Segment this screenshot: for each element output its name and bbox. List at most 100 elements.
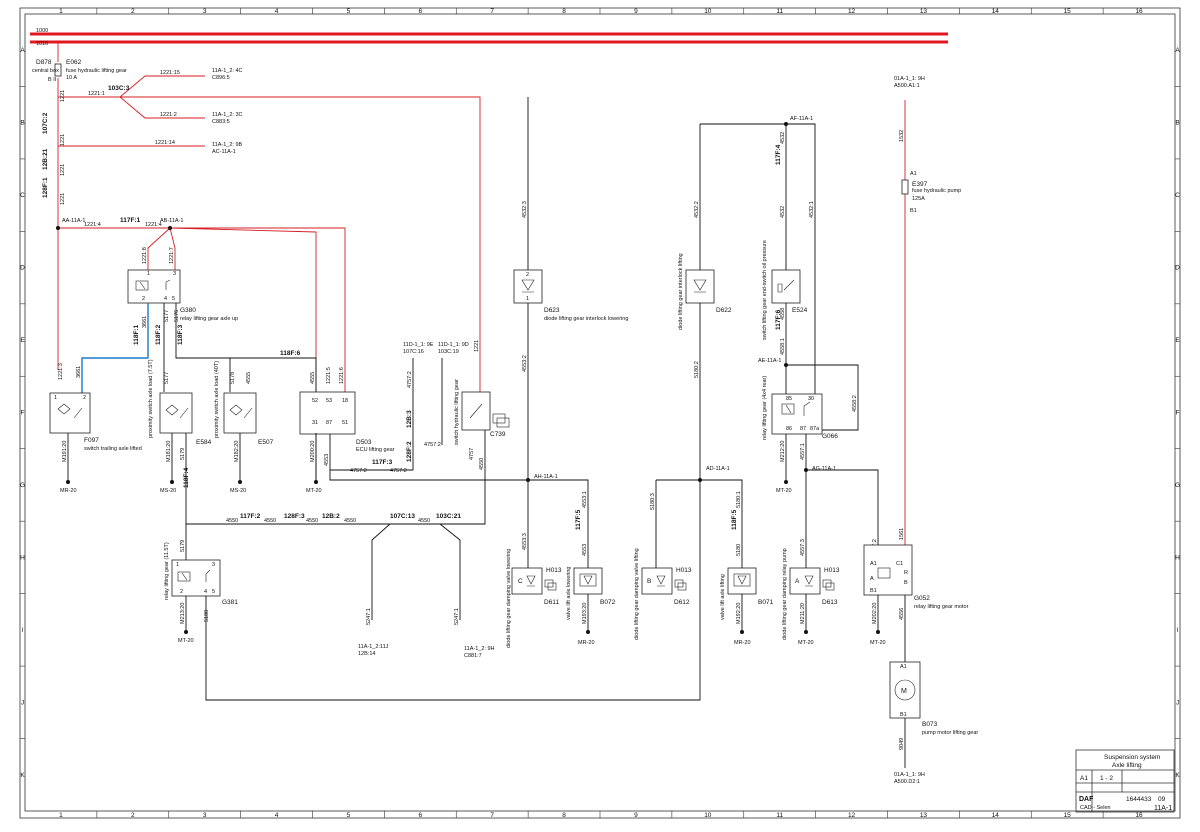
motor-b073: M A1 B1 B073 pump motor lifting gear <box>889 661 978 736</box>
wire-1221-vert3: 1221 <box>60 164 66 176</box>
valve-b071: B071 valve lift axle lifting <box>720 567 774 620</box>
conn-118f-4: 118F:4 <box>183 467 190 488</box>
g066-side: relay lifting gear (4x4 rear) <box>762 376 768 440</box>
ground-mt20-4: MT-20 <box>798 640 814 646</box>
grid-col-top-10: 10 <box>704 8 712 15</box>
grid-col-top-15: 15 <box>1064 8 1072 15</box>
svg-text:87a: 87a <box>810 426 820 432</box>
c739-side: switch hydraulic lifting gear <box>454 379 460 445</box>
d613-label: D613 <box>822 599 838 606</box>
wire-5180-2: 5180:2 <box>694 361 700 378</box>
svg-text:2: 2 <box>142 296 145 302</box>
title-sheet-id: 11A-1 <box>1154 805 1172 812</box>
gw-m191: M191:20 <box>62 441 68 462</box>
grid-col-top-13: 13 <box>920 8 928 15</box>
valve-b072: B072 valve lift axle lowering <box>566 567 616 621</box>
title-doc-no: 1644433 <box>1126 796 1152 803</box>
conn-103c-3: 103C:3 <box>108 85 130 92</box>
conn-118f-1: 118F:1 <box>133 324 140 345</box>
wire-1221-vert1: 1221 <box>60 90 66 102</box>
conn-117f-2: 117F:2 <box>240 513 261 520</box>
grid-col-top-14: 14 <box>992 8 1000 15</box>
relay-g380: 1 3 2 4 5 G380 relay lifting gear axle u… <box>127 269 238 322</box>
wire-4532-1: 4532:1 <box>809 201 815 218</box>
ref-3-line1: 11A-1_2: 9B <box>212 142 243 148</box>
wire-1221-6: 1221:6 <box>339 367 345 384</box>
conn-117f-4: 117F:4 <box>775 144 782 165</box>
relay-g052: A1 C1 B1 R A B G052 relay lifting gear m… <box>863 544 969 610</box>
grid-row-left-I: I <box>22 627 24 634</box>
svg-text:3: 3 <box>173 271 176 277</box>
grid-col-bottom-11: 11 <box>776 812 783 819</box>
wire-1221-vert4: 1221 <box>60 193 66 205</box>
svg-text:3: 3 <box>212 562 215 568</box>
wire-5180-1: 5180:1 <box>736 491 742 508</box>
ref-6-line2: 12B:14 <box>358 651 375 657</box>
wire-3661a: 3661 <box>142 316 148 328</box>
wire-5180: 5180 <box>204 610 210 622</box>
grid-col-top-7: 7 <box>490 8 494 15</box>
grid-col-bottom-1: 1 <box>59 812 63 819</box>
svg-text:5: 5 <box>212 589 215 595</box>
conn-117f-6: 117F:6 <box>775 309 782 330</box>
wire-5179b: 5179 <box>180 540 186 552</box>
ground-mt20-5: MT-20 <box>870 640 886 646</box>
node-aa: AA-11A-1 <box>62 218 85 224</box>
title-sub: CAD - Selen <box>1080 805 1111 811</box>
svg-text:85: 85 <box>786 396 792 402</box>
node-af: AF-11A-1 <box>790 116 813 122</box>
conn-118f-5: 118F:5 <box>731 509 738 530</box>
ref-8-line1: 01A-1_1: 9H <box>894 76 925 82</box>
wire-5180-3: 5180:3 <box>650 493 656 510</box>
ground-ms20-2: MS-20 <box>230 488 246 494</box>
grid-row-left-B: B <box>20 120 24 127</box>
daf-logo: DAF <box>1079 796 1094 803</box>
gw-m212: M212:20 <box>780 441 786 462</box>
title-sheet-size: A1 <box>1080 775 1088 782</box>
grid-row-left-D: D <box>20 265 25 272</box>
ref-1-line1: 11A-1_2: 4C <box>212 68 243 74</box>
wire-1221-4: 1221:4 <box>84 222 101 228</box>
diode-d622: D622 diode lifting gear interlock liftin… <box>678 253 732 330</box>
central-box-label: D878 <box>36 59 52 66</box>
d612-label: D612 <box>674 599 690 606</box>
wire-4555b: 4555 <box>310 372 316 384</box>
svg-text:B: B <box>904 580 908 586</box>
switch-e524: E524 switch lifting gear end-switch oil … <box>762 240 808 340</box>
drawing-frame <box>19 7 1181 819</box>
svg-text:A1: A1 <box>910 171 917 177</box>
gw-m200: M200:20 <box>310 441 316 462</box>
e397-rating: 125A <box>912 196 925 202</box>
grid-col-bottom-5: 5 <box>347 812 351 819</box>
wire-4757-2b: 4757:2 <box>424 442 441 448</box>
svg-text:2: 2 <box>83 395 86 401</box>
diode-d612: B H013 D612 diode lifting gear damping v… <box>634 548 692 640</box>
svg-text:M: M <box>901 688 907 695</box>
grid-col-bottom-10: 10 <box>704 812 712 819</box>
fuse-e062-label: E062 <box>66 59 82 66</box>
d611-label: D611 <box>544 599 559 606</box>
wire-1221-3: 1221:3 <box>58 363 64 380</box>
grid-row-left-E: E <box>20 337 25 344</box>
b073-desc: pump motor lifting gear <box>922 730 978 736</box>
grid-col-top-9: 9 <box>634 8 638 15</box>
d623-desc: diode lifting gear interlock lowering <box>544 316 628 322</box>
conn-12b-21: 12B:21 <box>42 148 49 170</box>
prox-switch-e584: E584 proximity switch axle load (7.5T) <box>148 359 212 446</box>
svg-text:A: A <box>870 576 874 582</box>
b071-label: B071 <box>758 599 774 606</box>
wire-4558: 4558 <box>780 308 786 320</box>
switch-c739: C739 switch hydraulic lifting gear <box>454 379 510 445</box>
grid-row-left-A: A <box>20 47 25 54</box>
node-ae: AE-11A-1 <box>758 358 781 364</box>
grid-row-left-K: K <box>20 772 25 779</box>
diode-d613: A H013 D613 diode lifting gear damping r… <box>782 548 840 640</box>
fuse-e062-rating: 10 A <box>66 75 77 81</box>
e397-label: E397 <box>912 181 928 188</box>
d622-label: D622 <box>716 307 732 314</box>
grid-col-bottom-16: 16 <box>1135 812 1143 819</box>
gw-m192: M192:20 <box>736 603 742 624</box>
